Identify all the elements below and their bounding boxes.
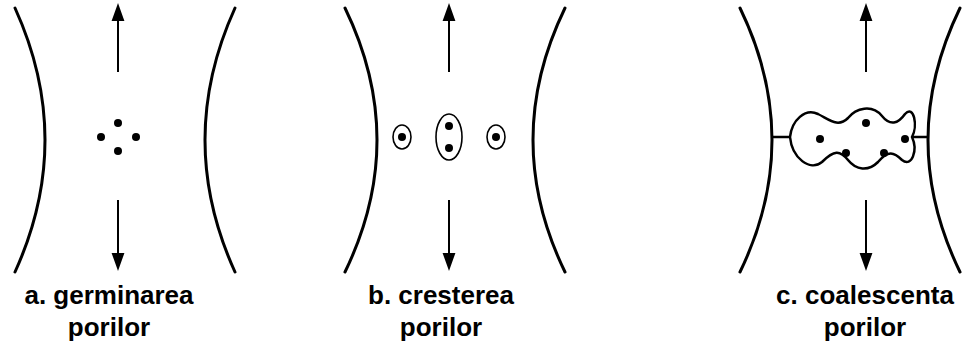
arrow-head bbox=[444, 6, 454, 20]
grain-boundary bbox=[740, 8, 772, 272]
grain-boundary bbox=[345, 8, 377, 272]
grain-boundary bbox=[928, 8, 960, 272]
growing-pores bbox=[393, 114, 505, 160]
tension-arrow bbox=[448, 200, 450, 256]
tension-arrow bbox=[117, 200, 119, 256]
panel-caption: a. germinarea porilor bbox=[9, 279, 209, 343]
grain-boundary bbox=[205, 8, 235, 272]
pore-nuclei bbox=[97, 119, 140, 155]
grain-boundary bbox=[15, 8, 45, 272]
arrow-head bbox=[861, 6, 871, 20]
tension-arrow bbox=[448, 18, 450, 72]
arrow-head bbox=[861, 254, 871, 268]
pore-nuclei bbox=[816, 119, 909, 157]
coalesced-pore bbox=[772, 109, 928, 169]
arrow-head bbox=[444, 254, 454, 268]
pore-nuclei bbox=[398, 122, 500, 152]
arrow-head bbox=[113, 6, 123, 20]
tension-arrow bbox=[865, 200, 867, 256]
grain-boundary bbox=[533, 8, 565, 272]
arrow-head bbox=[113, 254, 123, 268]
tension-arrow bbox=[117, 18, 119, 72]
panel-caption: b. cresterea porilor bbox=[341, 279, 541, 343]
panel-caption: c. coalescenta porilor bbox=[765, 279, 965, 343]
tension-arrow bbox=[865, 18, 867, 72]
